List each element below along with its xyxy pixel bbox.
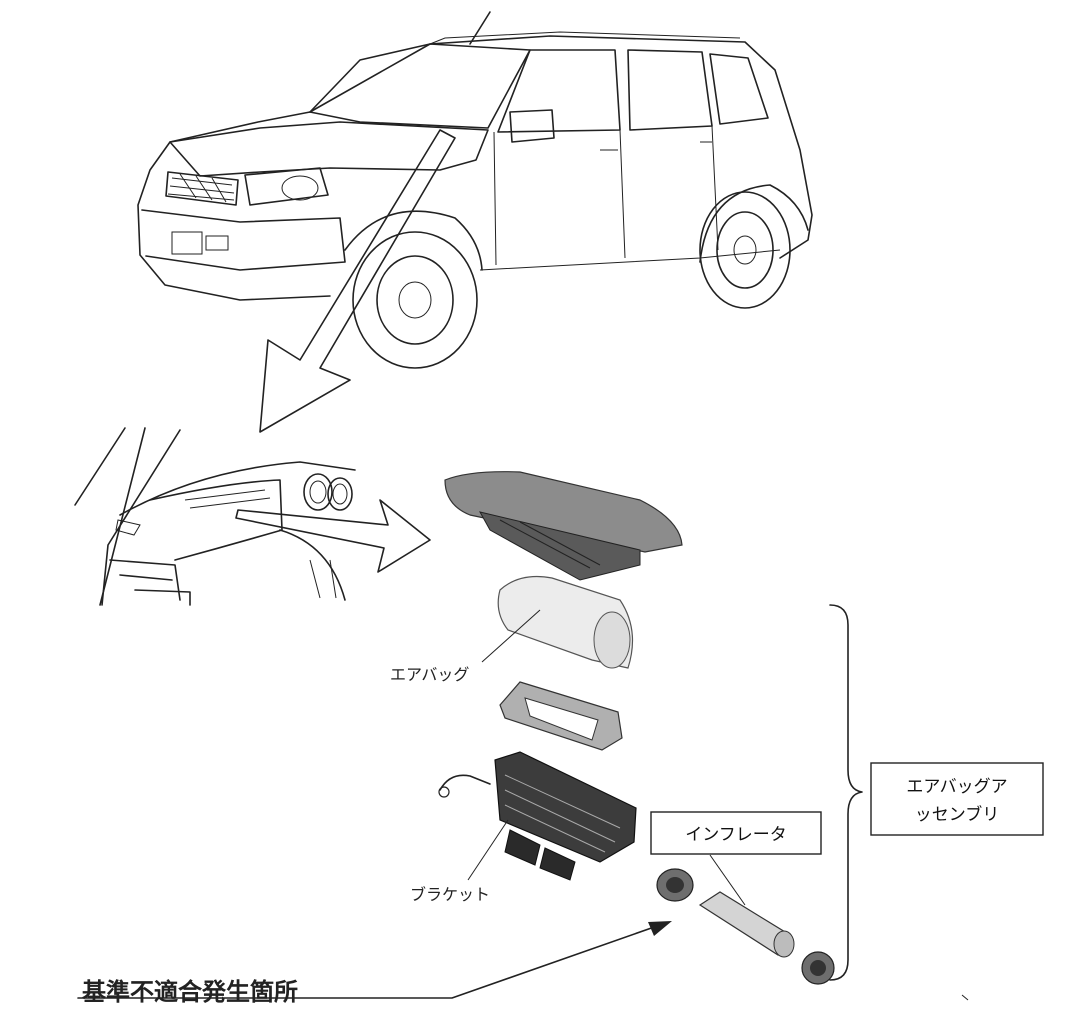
suv-vehicle-drawing — [137, 11, 813, 369]
airbag-cover-lid — [444, 471, 683, 581]
bracket-leader-line — [467, 819, 509, 881]
inflator-label: インフレータ — [685, 825, 787, 845]
inflator-parts — [656, 868, 835, 985]
assembly-label-line1: エアバッグア — [906, 777, 1007, 797]
defect-pointer-arrowhead — [648, 921, 672, 936]
retainer-frame — [499, 681, 623, 751]
airbag-housing-bracket — [438, 751, 637, 881]
inflator-leader-line — [709, 854, 746, 906]
assembly-label-box — [870, 762, 1044, 836]
assembly-label-line2: ッセンブリ — [915, 804, 1000, 825]
corner-tick — [961, 994, 969, 1001]
defect-location-label: 基準不適合発生箇所 — [82, 978, 298, 1006]
defect-pointer-line — [77, 924, 661, 999]
assembly-brace — [829, 604, 863, 981]
airbag-cushion — [497, 575, 634, 669]
inflator-label-box — [650, 811, 822, 855]
airbag-leader-line — [481, 609, 541, 663]
callout-arrow-dash-to-cover — [235, 499, 431, 573]
callout-arrow-car-to-dash — [259, 129, 456, 433]
dashboard-interior-drawing — [74, 427, 356, 606]
airbag-label: エアバッグ — [390, 665, 469, 684]
bracket-label: ブラケット — [410, 885, 490, 904]
